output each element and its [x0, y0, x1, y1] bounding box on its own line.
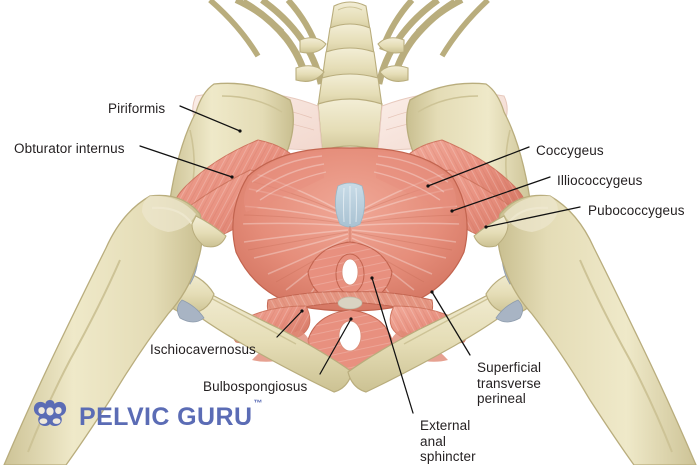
levator-ani-sheet [232, 147, 468, 312]
label-piriformis-line-1: Piriformis [108, 101, 166, 116]
label-ischiocavernosus-line-1: Ischiocavernosus [150, 342, 256, 357]
anococcygeal-ligament [335, 182, 365, 228]
leader-coccygeus [427, 146, 530, 187]
leader-illiococcygeus [451, 176, 551, 212]
label-superficial-transverse-perineal-line-2: transverse [477, 375, 542, 391]
label-obturator-internus-line-1: Obturator internus [14, 141, 125, 156]
perineal-body [337, 296, 363, 310]
label-illiococcygeus-line-1: Illiococcygeus [557, 173, 643, 188]
label-ischiocavernosus: Ischiocavernosus [150, 342, 256, 358]
leader-external-anal [371, 277, 414, 414]
label-pubococcygeus: Pubococcygeus [588, 203, 685, 219]
femoral-neck-left [191, 215, 227, 248]
leader-ischiocavernosus [276, 310, 303, 338]
external-anal-sphincter [335, 253, 365, 295]
leader-superficial [431, 291, 471, 356]
label-piriformis: Piriformis [108, 101, 165, 117]
lumbar-spine [295, 1, 409, 112]
leader-illiococcygeus-tip [450, 209, 454, 213]
label-external-anal-sphincter-line-3: sphincter [420, 449, 476, 464]
leader-pubococcygeus [485, 206, 581, 228]
coccygeus-right [373, 151, 456, 212]
leader-bulbospongiosus [319, 318, 352, 375]
leader-lines [139, 105, 581, 414]
anal-opening [341, 258, 359, 286]
logo-wordmark: PELVIC GURU™ [79, 398, 262, 432]
trademark-symbol: ™ [253, 398, 263, 409]
label-illiococcygeus: Illiococcygeus [557, 173, 642, 189]
logo-wordmark-text: PELVIC GURU [79, 402, 253, 431]
label-external-anal-sphincter-line-2: anal [420, 433, 446, 449]
label-superficial-transverse-perineal-line-3: perineal [477, 391, 526, 406]
label-bulbospongiosus-line-1: Bulbospongiosus [203, 379, 308, 394]
pelvic-guru-logo[interactable]: PELVIC GURU™ [30, 398, 262, 436]
leader-piriformis-tip [238, 129, 242, 133]
leader-coccygeus-tip [426, 184, 430, 188]
label-bulbospongiosus: Bulbospongiosus [203, 379, 307, 395]
leader-obturator-internus-tip [230, 175, 234, 179]
label-external-anal-sphincter-line-1: External [420, 418, 471, 433]
label-coccygeus-line-1: Coccygeus [536, 143, 604, 158]
leader-bulbospongiosus-tip [349, 317, 353, 321]
leader-pubococcygeus-tip [484, 225, 488, 229]
label-coccygeus: Coccygeus [536, 143, 604, 159]
leader-piriformis [179, 105, 241, 132]
leader-external-anal-tip [370, 276, 374, 280]
femur-right [497, 194, 697, 465]
pelvis-icon [33, 400, 67, 426]
label-pubococcygeus-line-1: Pubococcygeus [588, 203, 685, 218]
leader-obturator-internus [139, 145, 233, 178]
label-superficial-transverse-perineal-line-1: Superficial [477, 360, 542, 375]
urogenital-opening [338, 320, 362, 352]
coccygeus-left [244, 151, 327, 212]
label-obturator-internus: Obturator internus [14, 141, 125, 157]
leader-ischiocavernosus-tip [300, 309, 304, 313]
leader-superficial-tip [430, 290, 434, 294]
